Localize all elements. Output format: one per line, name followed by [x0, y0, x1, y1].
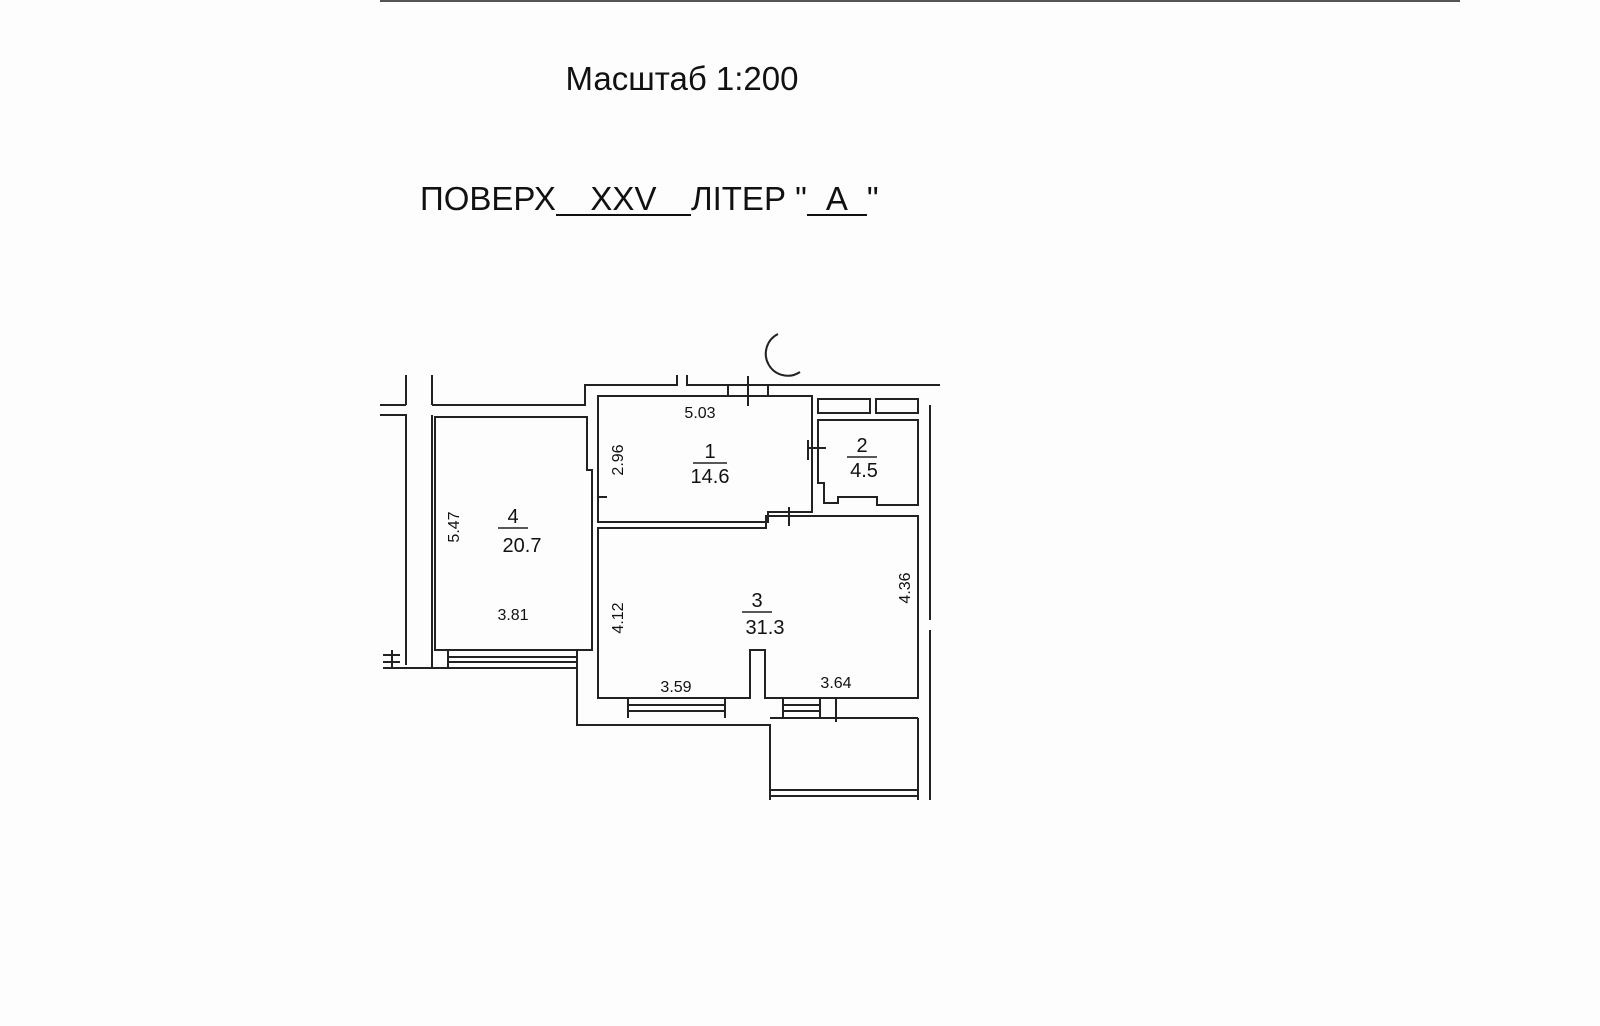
room1-number: 1 [704, 441, 715, 463]
outer-wall-top [380, 375, 940, 406]
room1-width: 5.03 [684, 405, 715, 422]
room2-area: 4.5 [850, 460, 878, 482]
room3-width-right: 3.64 [820, 675, 851, 692]
room-4 [434, 416, 593, 651]
room-2 [817, 419, 919, 506]
room4-depth: 5.47 [446, 511, 463, 542]
scan-edge-line [380, 0, 1460, 2]
room-1 [597, 395, 813, 523]
compass-icon [764, 333, 801, 377]
shaft-1 [817, 398, 871, 414]
outer-wall-bottom [383, 405, 931, 800]
room3-right-depth: 4.36 [897, 572, 914, 603]
room2-number: 2 [856, 435, 867, 457]
floor-value: XXV [555, 182, 691, 216]
room3-number: 3 [751, 590, 762, 612]
room1-area: 14.6 [691, 466, 730, 488]
room3-left-depth: 4.12 [610, 602, 627, 633]
balcony [770, 717, 918, 797]
balcony-door [782, 698, 821, 718]
window-room3 [627, 698, 726, 718]
door-marks [597, 376, 837, 722]
shaft-2 [875, 398, 919, 414]
floor-label: ПОВЕРХ [420, 180, 556, 217]
letter-value: А [806, 182, 867, 216]
room3-area: 31.3 [746, 617, 785, 639]
room1-depth: 2.96 [610, 444, 627, 475]
room4-area: 20.7 [503, 535, 542, 557]
scale-label: Масштаб 1:200 [565, 60, 799, 97]
room-3 [597, 515, 919, 699]
room4-width: 3.81 [497, 607, 528, 624]
window-room4 [447, 650, 578, 668]
room3-width-left: 3.59 [660, 679, 691, 696]
outer-wall-left [380, 414, 433, 668]
letter-label: ЛІТЕР [690, 180, 786, 217]
room4-number: 4 [507, 506, 518, 528]
